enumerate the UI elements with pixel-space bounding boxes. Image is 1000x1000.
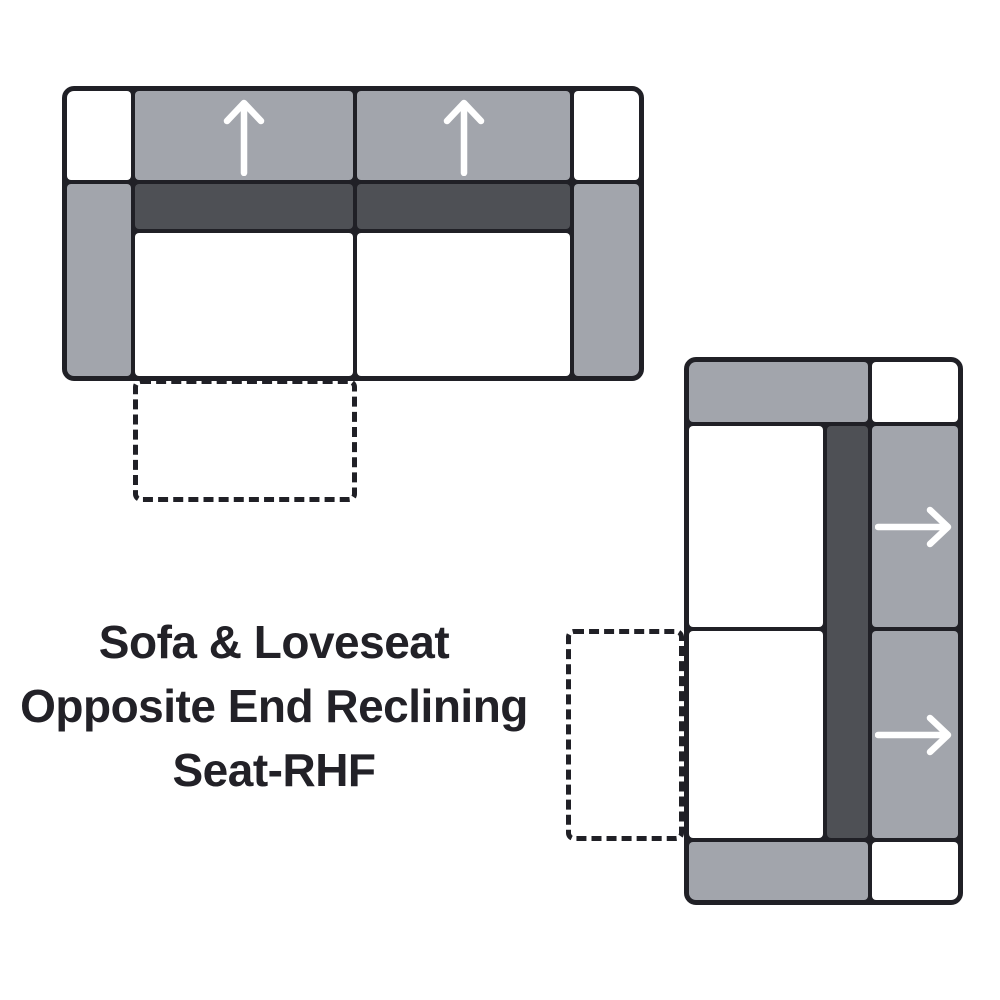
loveseat-back-cushion-top [872,426,958,627]
right-arrow-icon [875,714,952,755]
loveseat-back-cushion-bottom [872,631,958,838]
sofa-diagram [62,86,644,381]
sofa-left-armrest-cap [67,91,131,180]
sofa-recliner-footrest-outline [133,379,357,502]
loveseat-seat-bottom [689,631,823,838]
sofa-seat-left [135,233,353,376]
loveseat-top-armrest-cap [872,362,958,422]
sofa-right-armrest-cap [574,91,639,180]
up-arrow-icon [443,99,484,176]
loveseat-bottom-armrest [689,842,868,900]
sofa-seat-right [357,233,570,376]
loveseat-diagram [684,357,963,905]
sofa-back-panel-left [135,184,353,229]
right-arrow-icon [875,506,952,547]
caption-line-2: Opposite End Reclining [20,680,528,732]
sofa-back-panel-right [357,184,570,229]
sofa-right-armrest [574,184,639,376]
loveseat-back-panel [827,426,868,838]
caption-line-3: Seat-RHF [172,744,376,796]
caption-line-1: Sofa & Loveseat [98,616,450,668]
sofa-back-cushion-right [357,91,570,180]
up-arrow-icon [223,99,265,176]
loveseat-seat-top [689,426,823,627]
loveseat-recliner-footrest-outline [566,629,684,841]
product-caption: Sofa & Loveseat Opposite End Reclining S… [0,610,548,802]
loveseat-bottom-armrest-cap [872,842,958,900]
sofa-back-cushion-left [135,91,353,180]
sofa-left-armrest [67,184,131,376]
loveseat-top-armrest [689,362,868,422]
